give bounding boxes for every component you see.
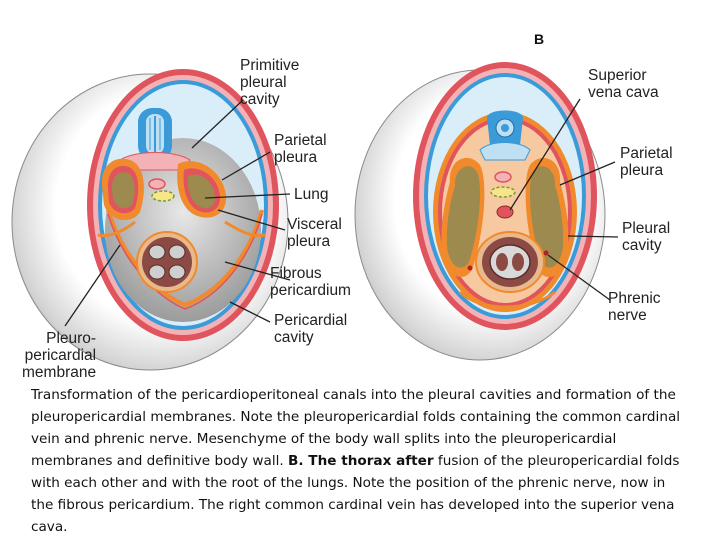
lung-right-a (177, 161, 227, 218)
caption-text-2: fusion of the pleuropericardial folds wi… (31, 453, 680, 535)
label-fibrous-pericardium: Fibrous pericardium (270, 265, 351, 299)
leader-lines (64, 98, 619, 327)
label-lung: Lung (294, 186, 329, 203)
lung-left-b (441, 157, 485, 278)
heart-b (475, 231, 545, 293)
spine-b (479, 110, 531, 161)
phrenic-nerve-b (543, 250, 549, 256)
pleuropericardial-membrane-a (106, 209, 264, 308)
label-superior-vena-cava: Superior vena cava (588, 67, 659, 101)
label-pericardial-cavity: Pericardial cavity (274, 312, 348, 346)
panel-label-b: B (534, 31, 545, 47)
caption-bold: B. The thorax after (288, 453, 434, 469)
label-visceral-pleura: Visceral pleura (287, 216, 342, 250)
label-phrenic-nerve: Phrenic nerve (608, 290, 661, 324)
section-b (354, 62, 606, 361)
heart-a (136, 231, 198, 293)
label-primitive-pleural-cavity: Primitive pleural cavity (240, 57, 300, 108)
caption-text-1: Transformation of the pericardioperitone… (31, 387, 681, 469)
label-pleural-cavity: Pleural cavity (622, 220, 671, 254)
label-parietal-pleura-b: Parietal pleura (620, 145, 673, 179)
superior-vena-cava-b (496, 205, 514, 219)
label-pleuropericardial-membrane: Pleuro- pericardial membrane (22, 330, 97, 381)
figure-caption: Transformation of the pericardioperitone… (31, 384, 691, 538)
lung-left-a (101, 158, 144, 221)
spine-a (119, 108, 191, 171)
label-parietal-pleura-a: Parietal pleura (274, 132, 327, 166)
section-a (11, 69, 289, 371)
